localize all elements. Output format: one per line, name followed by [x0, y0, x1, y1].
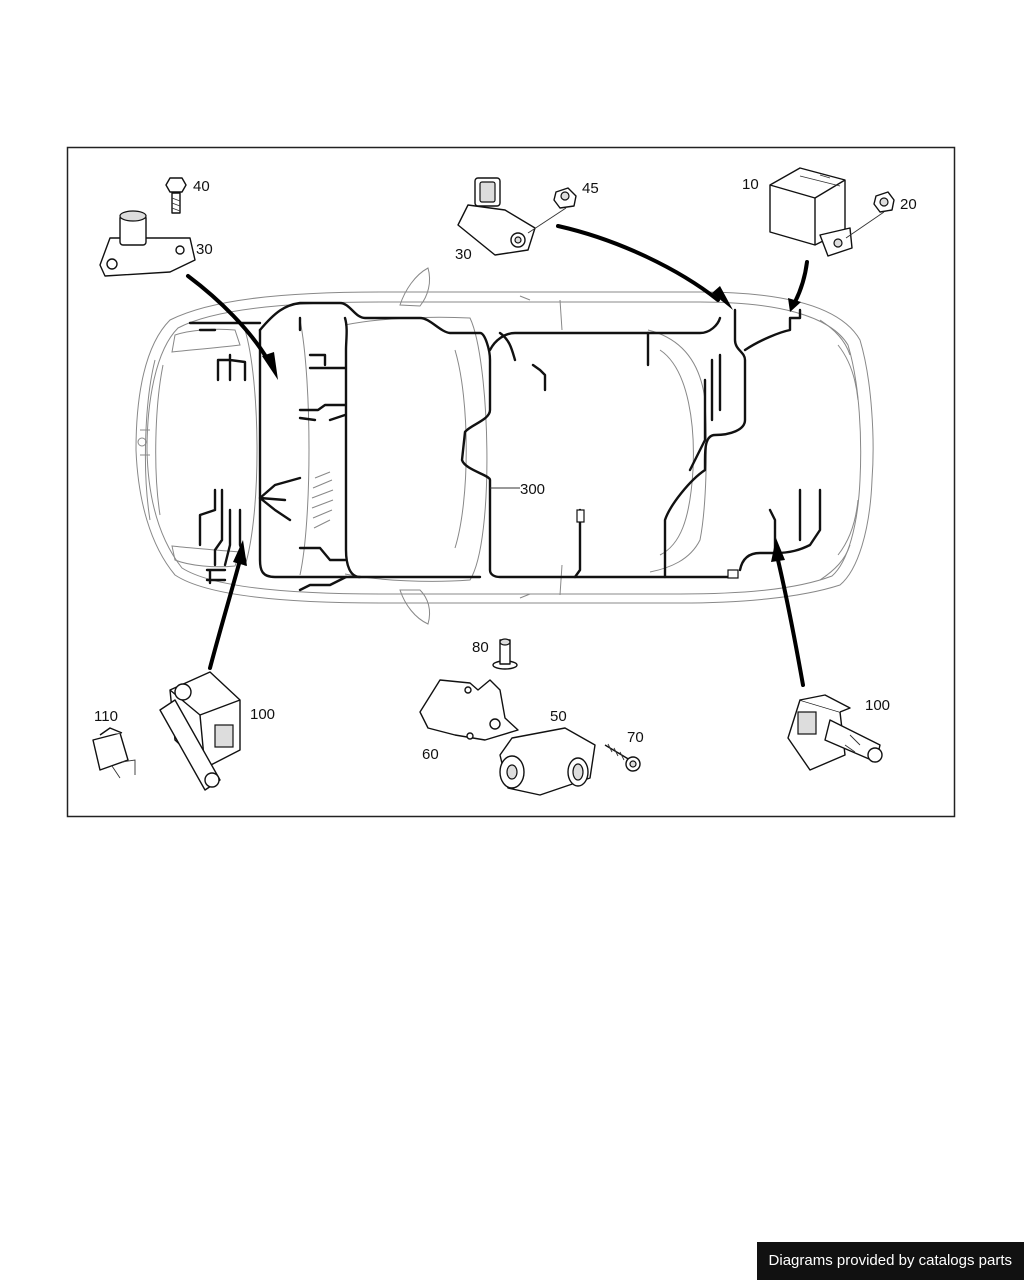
- clip-110-icon: [92, 727, 136, 779]
- callout-50: 50: [550, 708, 567, 725]
- callout-80: 80: [472, 639, 489, 656]
- callout-100-left: 100: [250, 706, 275, 723]
- screw-70-icon: [604, 743, 641, 772]
- callout-70: 70: [627, 729, 644, 746]
- level-sensor-100-right-icon: [787, 694, 883, 771]
- level-sensor-100-left-icon: [159, 671, 241, 791]
- sensor-30-left-icon: [99, 210, 196, 277]
- stud-80-icon: [492, 638, 518, 670]
- callout-30-center: 30: [455, 246, 472, 263]
- arrow-control-unit-10: [788, 260, 809, 312]
- callout-10: 10: [742, 176, 759, 193]
- bracket-60-icon: [419, 679, 519, 741]
- nut-45-icon: [553, 187, 577, 209]
- callout-20: 20: [900, 196, 917, 213]
- callout-300: 300: [520, 481, 545, 498]
- bolt-40-icon: [165, 177, 187, 214]
- callout-45: 45: [582, 180, 599, 197]
- harness-connector-center: [576, 509, 585, 523]
- diagram-frame: [66, 146, 956, 818]
- arrow-level-sensor-100-left: [208, 540, 247, 670]
- sensor-50-icon: [499, 727, 596, 796]
- credit-banner: Diagrams provided by catalogs parts: [756, 1242, 1024, 1280]
- control-unit-10-icon: [769, 167, 853, 257]
- wiring-harness: [188, 301, 822, 592]
- arrow-level-sensor-100-right: [771, 538, 805, 687]
- nut-20-icon: [873, 191, 895, 213]
- callout-30-left: 30: [196, 241, 213, 258]
- arrow-sensor-30-center: [556, 224, 733, 310]
- sensor-30-center-icon: [457, 177, 536, 256]
- harness-connector-rear: [727, 569, 739, 579]
- callout-60: 60: [422, 746, 439, 763]
- callout-100-right: 100: [865, 697, 890, 714]
- arrow-sensor-30-left: [186, 274, 278, 380]
- callout-40: 40: [193, 178, 210, 195]
- vehicle-body-outline: [135, 267, 874, 625]
- callout-110: 110: [94, 708, 118, 725]
